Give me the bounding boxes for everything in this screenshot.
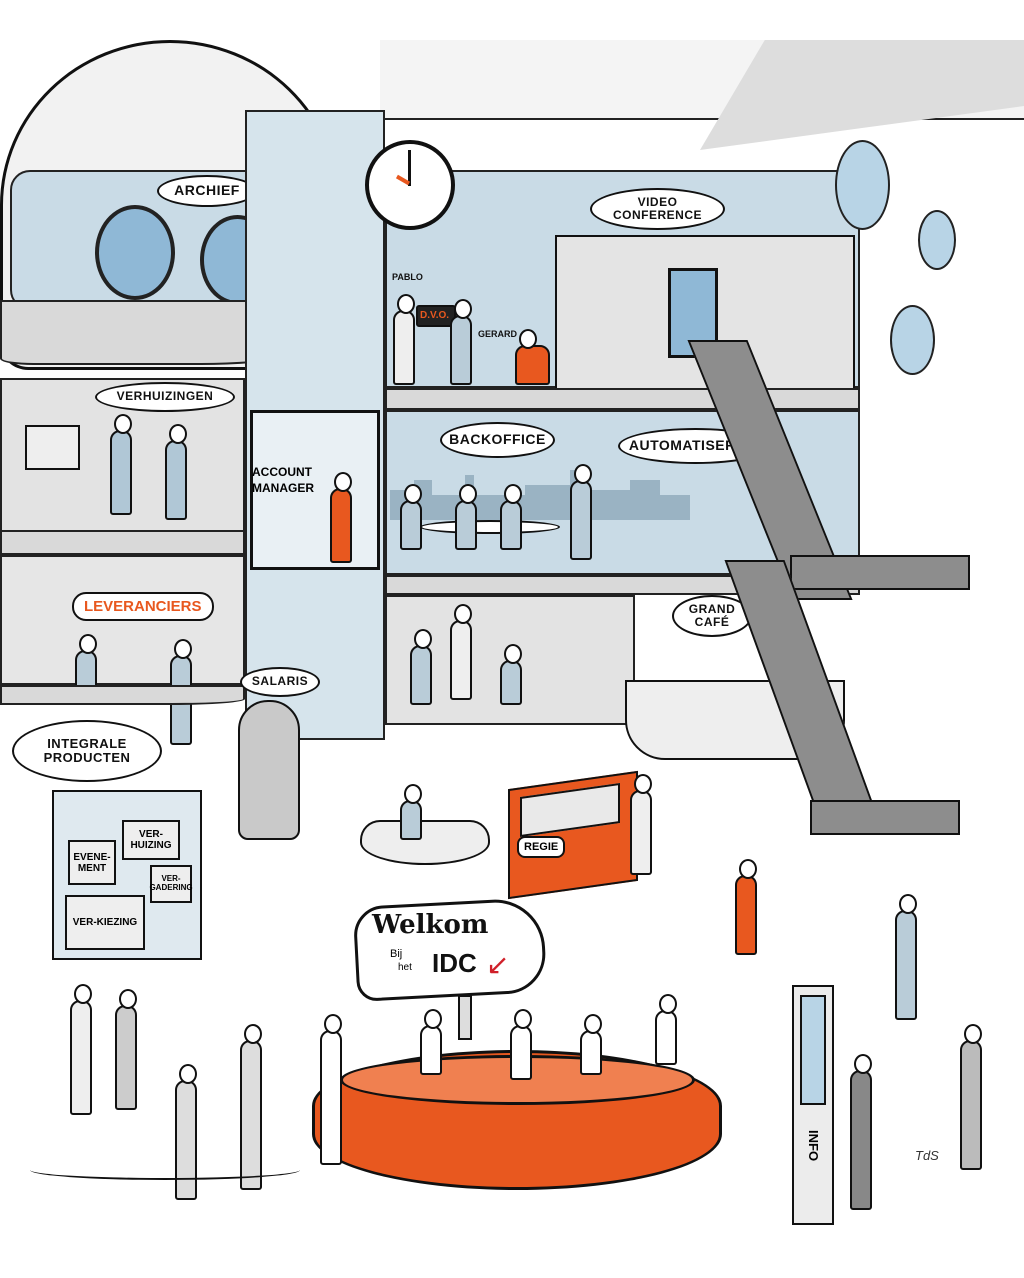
label-verhuizingen: VERHUIZINGEN <box>95 382 235 412</box>
visitor <box>240 1024 262 1190</box>
label-backoffice: BACKOFFICE <box>440 422 555 458</box>
queue-rope <box>30 1160 300 1180</box>
pablo <box>393 294 415 385</box>
mover <box>110 414 132 515</box>
conveyor-belt <box>810 800 960 835</box>
label-regie: REGIE <box>517 836 566 858</box>
round-window <box>918 210 956 270</box>
label-video-conference: VIDEO CONFERENCE <box>590 188 725 230</box>
label-dvo: D.V.O. <box>420 310 450 321</box>
floor-slab <box>385 388 860 410</box>
reading-pod <box>95 205 175 300</box>
round-window <box>890 305 935 375</box>
box-verhuizing: VER-HUIZING <box>122 820 180 860</box>
clock-hand <box>408 150 411 186</box>
receptionist <box>510 1009 532 1080</box>
welcome-sign-pole <box>458 995 472 1040</box>
gerard <box>450 299 472 385</box>
waitress <box>450 604 472 700</box>
label-archief: ARCHIEF <box>157 175 257 207</box>
welcome-bij: Bij <box>390 948 403 960</box>
receptionist <box>655 994 677 1065</box>
conveyor-belt <box>790 555 970 590</box>
signature: TdS <box>915 1148 939 1163</box>
elevator-cabin <box>250 410 380 570</box>
visitor <box>115 989 137 1110</box>
director <box>630 774 652 875</box>
visitor <box>320 1014 342 1165</box>
label-integrale-producten: INTEGRALE PRODUCTEN <box>12 720 162 782</box>
label-account-manager: ACCOUNT MANAGER <box>252 465 314 495</box>
mover <box>165 424 187 520</box>
label-pablo: PABLO <box>392 272 423 282</box>
round-window <box>835 140 890 230</box>
moving-box <box>25 425 80 470</box>
label-info: INFO <box>806 1130 821 1162</box>
receptionist <box>580 1014 602 1075</box>
welcome-text: Welkom <box>372 910 489 940</box>
account-manager <box>330 472 352 563</box>
visitor <box>175 1064 197 1200</box>
salaris-column <box>238 700 300 840</box>
label-leveranciers: LEVERANCIERS <box>72 592 214 621</box>
info-screen[interactable] <box>800 995 826 1105</box>
box-verkiezing: VER-KIEZING <box>65 895 145 950</box>
supplier <box>75 634 97 690</box>
welcome-het: het <box>398 962 412 973</box>
floor-slab <box>0 530 245 555</box>
cafe-guest <box>500 644 522 705</box>
floor-slab <box>0 685 245 705</box>
receptionist <box>420 1009 442 1075</box>
man-at-kiosk <box>850 1054 872 1210</box>
label-salaris: SALARIS <box>240 667 320 697</box>
info-kiosk[interactable] <box>792 985 834 1225</box>
label-gerard: GERARD <box>478 329 518 339</box>
box-evenement: EVENE-MENT <box>68 840 116 885</box>
man-with-phone <box>960 1024 982 1170</box>
colleague <box>570 464 592 560</box>
box-vergadering: VER-GADERING <box>149 865 193 903</box>
worker-kneeling <box>515 329 550 385</box>
arrow-icon: ↙ <box>486 949 510 980</box>
colleague <box>455 484 477 550</box>
person-phoning <box>400 784 422 840</box>
lounge-seat <box>360 820 490 865</box>
meeting-table <box>420 520 560 534</box>
cafe-guest <box>410 629 432 705</box>
welcome-idc: IDC <box>432 948 477 978</box>
colleague <box>400 484 422 550</box>
gardener <box>735 859 757 955</box>
woman-on-phone <box>895 894 917 1020</box>
colleague <box>500 484 522 550</box>
visitor <box>70 984 92 1115</box>
